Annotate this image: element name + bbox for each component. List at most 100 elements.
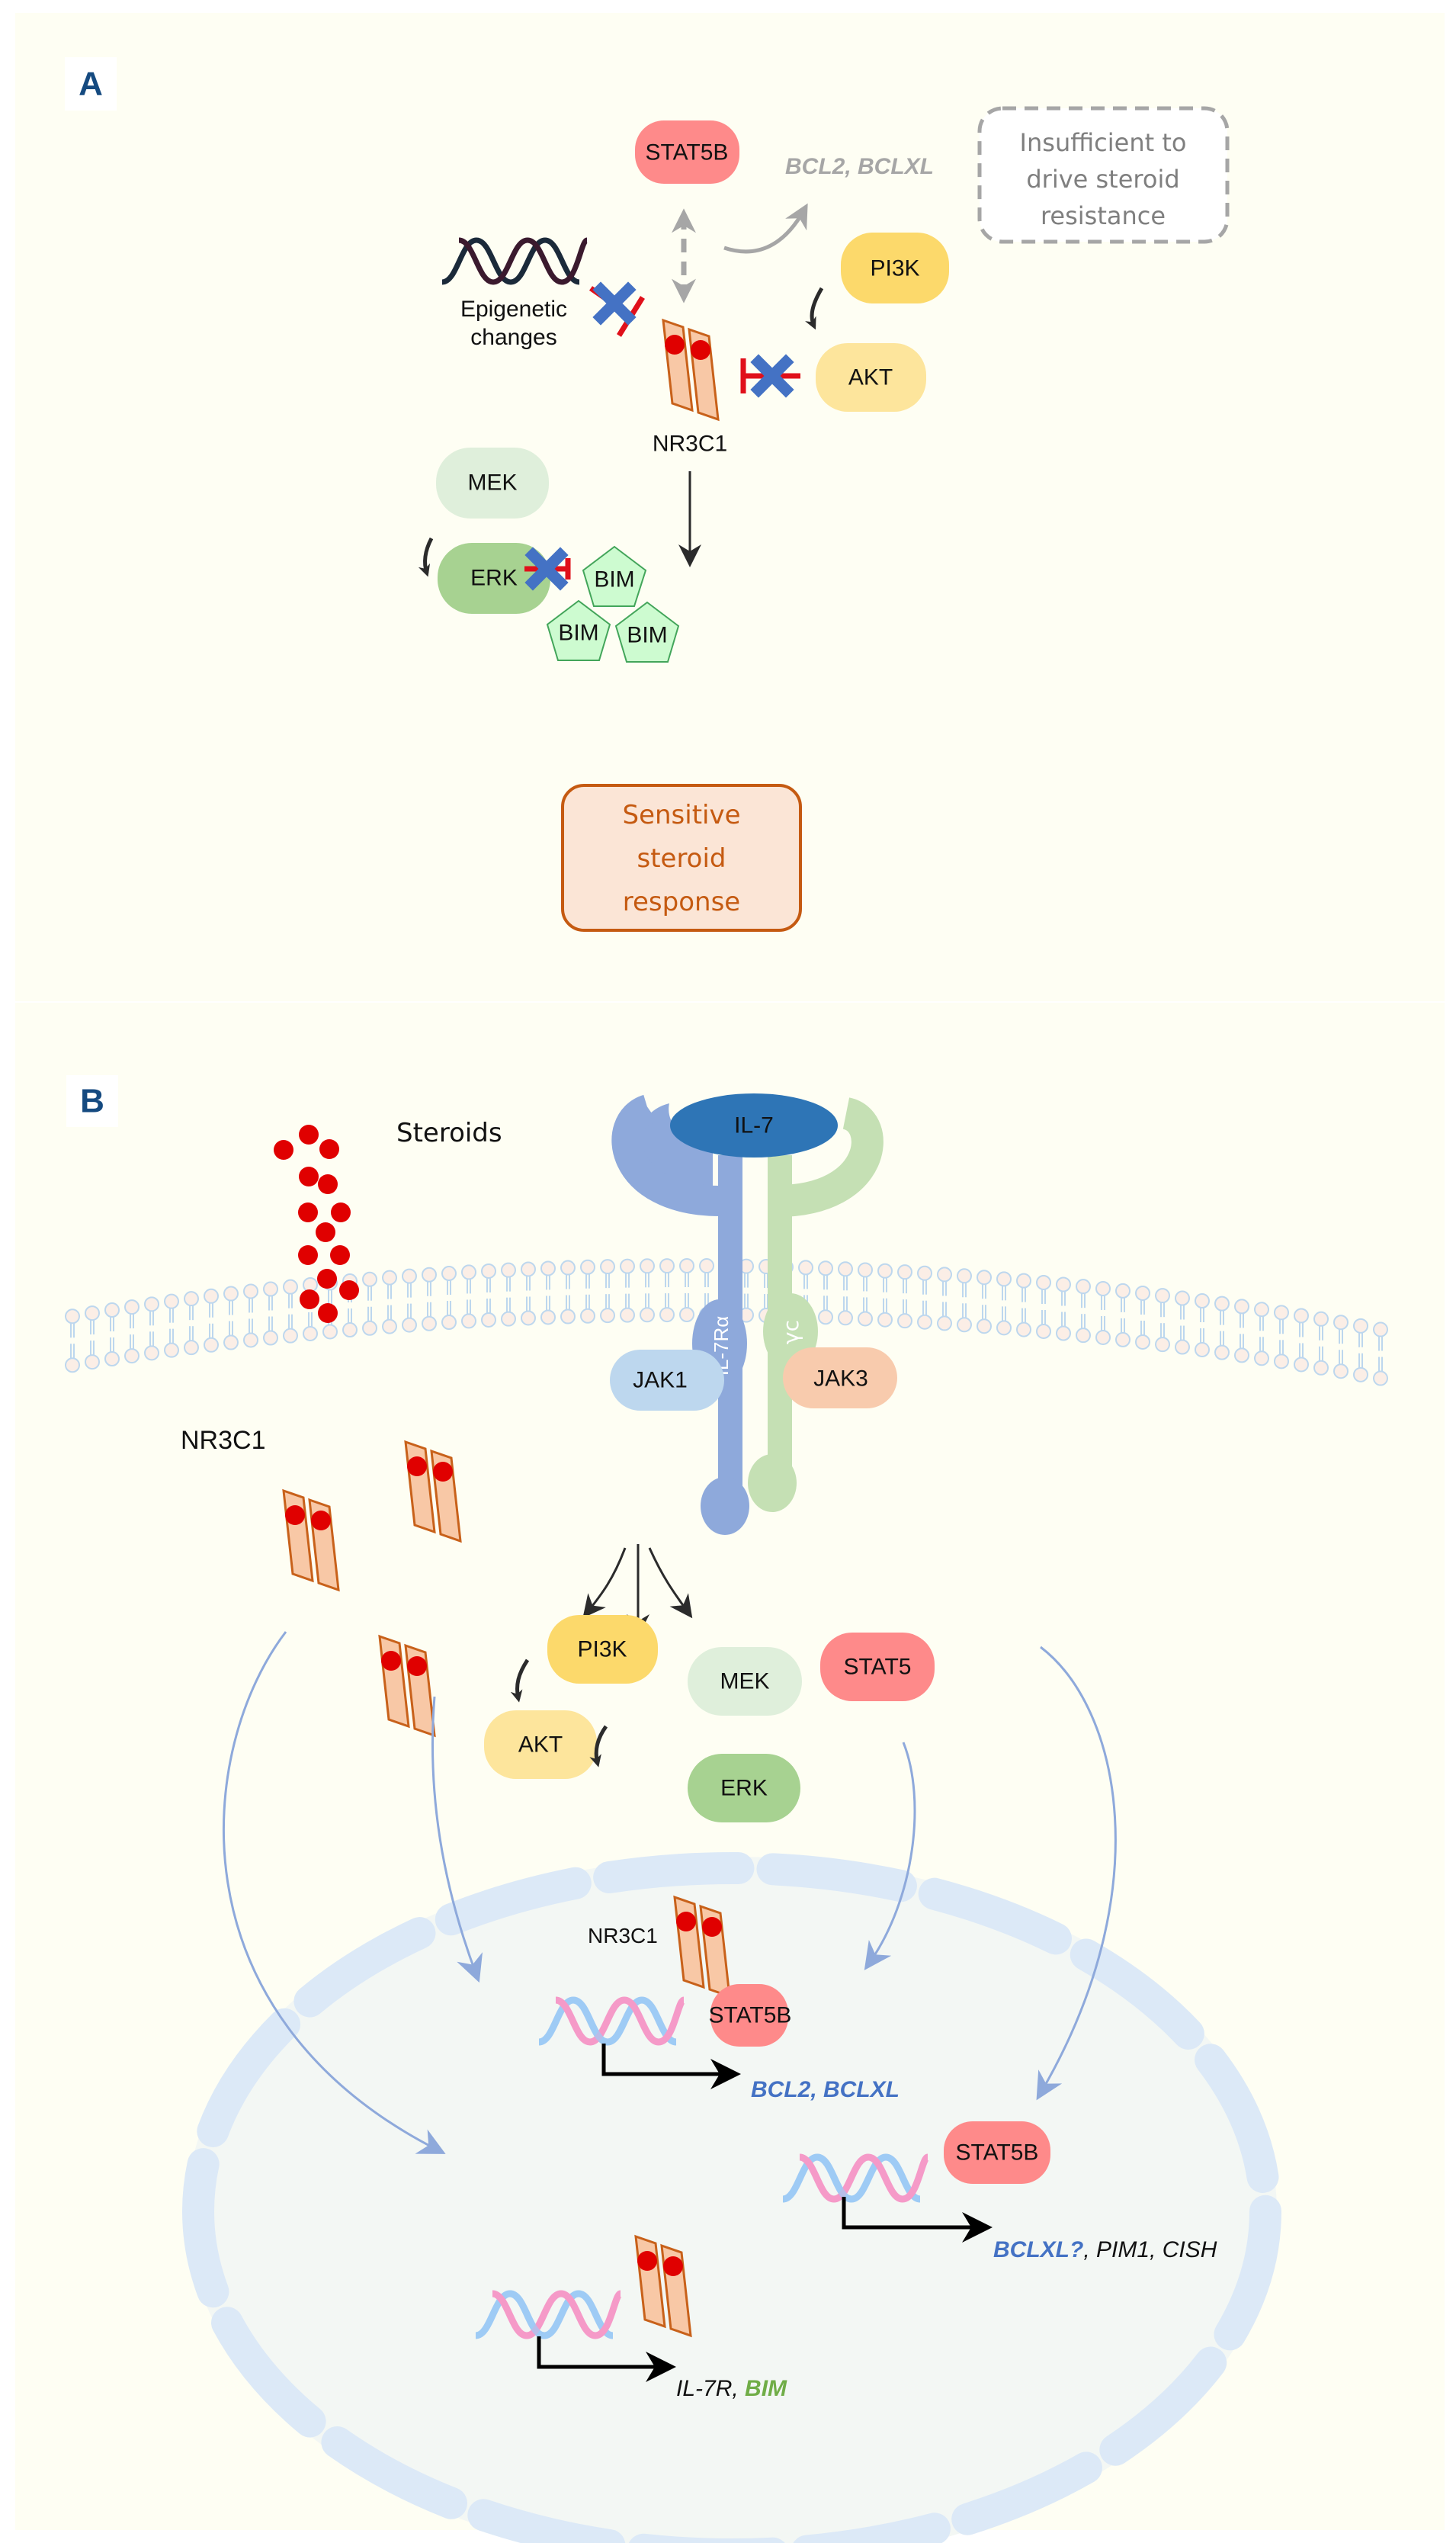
outcome-line-1: Sensitive — [622, 800, 740, 830]
akt-blocked-inhibition — [740, 358, 800, 393]
receptor-to-pi3k-arrow — [582, 1547, 627, 1619]
outcome-line-2: steroid — [637, 843, 726, 874]
nr3c1-target-il7r: IL-7R, — [676, 2376, 745, 2401]
jak1-label: JAK1 — [633, 1368, 688, 1393]
panel-a-letter: A — [79, 66, 103, 103]
bim-pentagon-1: BIM — [582, 545, 647, 607]
steroid-molecule — [318, 1303, 338, 1323]
node-akt-a: AKT — [816, 343, 926, 412]
stat5b-target-genes: BCLXL?, PIM1, CISH — [993, 2237, 1217, 2262]
insufficient-note-line-1: Insufficient to — [1020, 128, 1187, 157]
nucleus-stat5b-complex-label: STAT5B — [709, 2003, 792, 2028]
steroid-molecule — [339, 1280, 359, 1300]
node-pi3k-b-label: PI3K — [577, 1637, 627, 1662]
nr3c1-target-genes: IL-7R, BIM — [676, 2376, 787, 2401]
steroid-molecule — [319, 1139, 339, 1159]
epigenetic-label-line-2: changes — [470, 325, 556, 350]
node-stat5b-label: STAT5B — [646, 140, 729, 165]
epigenetic-label-line-1: Epigenetic — [460, 297, 567, 322]
node-erk-a-label: ERK — [470, 566, 518, 591]
node-stat5-b: STAT5 — [820, 1633, 935, 1701]
panel-b-nr3c1-label: NR3C1 — [181, 1426, 265, 1455]
node-akt-a-label: AKT — [848, 365, 893, 390]
node-erk-a: ERK — [438, 543, 550, 614]
outcome-line-3: response — [623, 887, 740, 917]
transcription-arrow-2 — [842, 2197, 993, 2243]
il7-ligand — [670, 1093, 838, 1158]
bim-pentagon-2: BIM — [546, 599, 611, 661]
receptor-to-stat5-arrow — [648, 1547, 693, 1619]
akt-to-complex-arrow — [431, 1696, 483, 1983]
nucleus-stat5b-complex — [710, 1984, 788, 2047]
steroid-molecule — [274, 1140, 293, 1160]
nucleus-stat5b-alone — [944, 2121, 1050, 2184]
stat5b-target-bclxl: BCLXL? — [993, 2237, 1083, 2262]
bim-label-1: BIM — [594, 567, 634, 592]
node-stat5-b-label: STAT5 — [844, 1655, 912, 1680]
nr3c1-to-nucleus-long-arrow — [222, 1631, 446, 2154]
transcription-arrow-3 — [537, 2336, 676, 2382]
outcome-box: Sensitive steroid response — [561, 784, 802, 932]
steroid-molecule — [298, 1202, 318, 1222]
steroid-molecule — [330, 1245, 350, 1265]
bim-label-3: BIM — [627, 623, 667, 648]
pi3k-to-akt-arrow-b — [510, 1658, 530, 1703]
insufficient-note-line-3: resistance — [1041, 201, 1166, 230]
node-pi3k-a: PI3K — [841, 233, 949, 303]
nucleus-stat5b-alone-label: STAT5B — [956, 2140, 1039, 2166]
node-pi3k-b: PI3K — [547, 1615, 658, 1684]
node-mek-a: MEK — [436, 448, 549, 519]
steroid-molecule — [299, 1125, 319, 1145]
epigenetic-blocked-inhibition — [588, 288, 645, 337]
steroid-molecule — [316, 1222, 335, 1242]
steroid-molecule — [317, 1269, 337, 1289]
node-akt-b: AKT — [484, 1710, 597, 1779]
node-stat5b: STAT5B — [635, 120, 739, 184]
panel-a-bcl2-bclxl: BCL2, BCLXL — [785, 154, 934, 179]
complex-target-genes: BCL2, BCLXL — [751, 2077, 900, 2102]
node-erk-b-label: ERK — [720, 1776, 768, 1801]
insufficient-note-box: Insufficient to drive steroid resistance — [977, 106, 1230, 244]
node-mek-b-label: MEK — [720, 1669, 769, 1694]
steroid-molecule — [298, 1245, 318, 1265]
jak1 — [610, 1350, 724, 1411]
node-mek-b: MEK — [688, 1647, 802, 1716]
gamma-c-label: γc — [778, 1320, 803, 1344]
steroid-molecule — [331, 1202, 351, 1222]
stat5b-target-others: , PIM1, CISH — [1083, 2237, 1217, 2262]
il7-label: IL-7 — [734, 1113, 774, 1138]
panel-a-letter-box — [65, 57, 117, 111]
node-mek-a-label: MEK — [467, 470, 517, 496]
steroid-molecule — [318, 1174, 338, 1194]
nr3c1-target-bim: BIM — [745, 2376, 787, 2401]
panel-b-letter: B — [80, 1083, 104, 1120]
node-pi3k-a-label: PI3K — [870, 256, 919, 281]
bim-pentagon-3: BIM — [614, 601, 680, 663]
insufficient-note-line-2: drive steroid — [1026, 165, 1179, 194]
stat5b-to-bcl2-curved-arrow — [723, 203, 808, 254]
bim-label-2: BIM — [558, 621, 598, 646]
pi3k-to-akt-arrow-a — [805, 287, 824, 330]
transcription-arrow-1 — [601, 2044, 741, 2089]
jak3 — [783, 1347, 897, 1408]
node-erk-b: ERK — [688, 1754, 800, 1822]
il7-receptor-complex: IL-7Rα γc IL-7 JAK1 JAK3 — [610, 1093, 897, 1535]
panel-a: A STAT5B BCL2, BCLXL Insufficient to dri… — [15, 13, 1445, 1001]
panel-b: B Steroids NR3C1 IL-7Rα — [15, 1003, 1445, 2543]
nuclear-envelope — [182, 1852, 1281, 2543]
steroid-molecules — [274, 1125, 359, 1323]
stat5-to-stat5b-arrow — [1036, 1646, 1117, 2101]
mek-to-erk-arrow-a — [418, 537, 434, 577]
jak3-label: JAK3 — [813, 1366, 868, 1392]
panel-b-letter-box — [66, 1075, 118, 1127]
nucleus-nr3c1-label: NR3C1 — [588, 1924, 658, 1947]
nucleus — [182, 1852, 1281, 2543]
node-akt-b-label: AKT — [518, 1732, 563, 1758]
mek-to-erk-arrow-b — [589, 1725, 608, 1768]
panel-a-nr3c1-label: NR3C1 — [653, 432, 727, 457]
steroids-label: Steroids — [396, 1118, 502, 1148]
steroid-molecule — [300, 1289, 319, 1309]
erk-blocked-inhibition — [524, 555, 571, 583]
stat5-to-complex-arrow — [864, 1742, 916, 1970]
